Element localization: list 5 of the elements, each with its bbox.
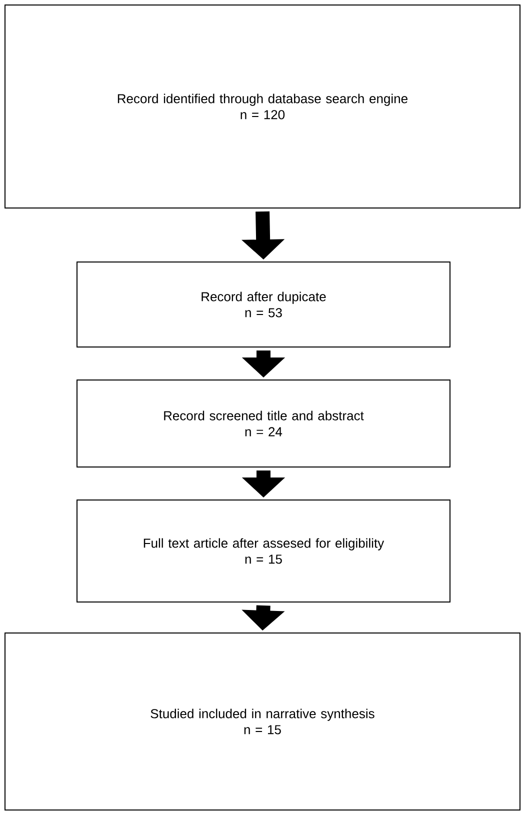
process-box: Full text article after assesed for eligibility n = 15 [76, 500, 450, 602]
process-box: Record identified through database search engine n = 120 [4, 4, 520, 208]
process-box: Record after dupicate n = 53 [76, 262, 450, 348]
process-box: Record screened title and abstract n = 24 [76, 380, 450, 468]
process-box: Studied included in narrative synthesis n = 15 [4, 632, 520, 810]
